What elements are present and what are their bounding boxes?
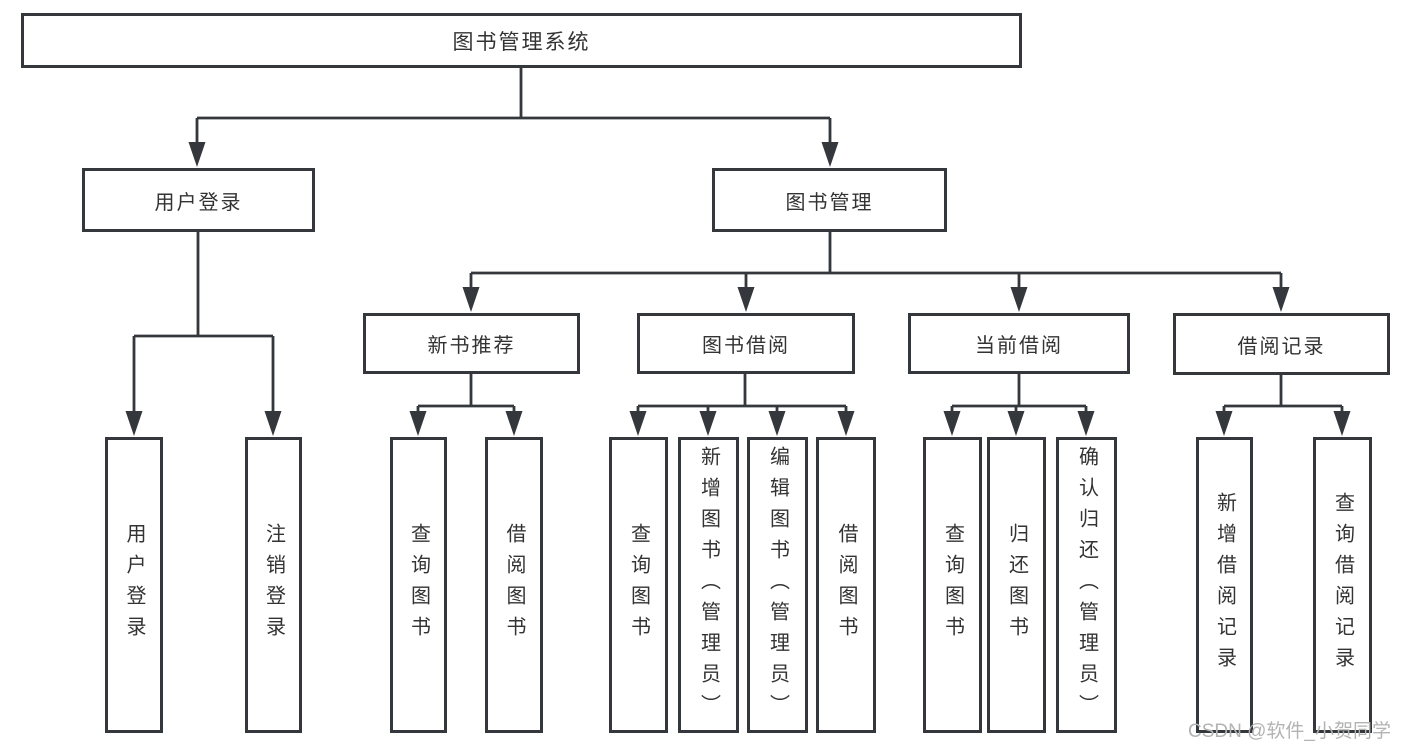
node-user-login-label: 用户登录 — [154, 191, 243, 214]
leaf-add-borrow-record-label: 新增借阅记录 — [1213, 492, 1236, 678]
node-root: 图书管理系统 — [21, 13, 1022, 68]
leaf-borrow-books-newbooks-label: 借阅图书 — [503, 523, 525, 647]
node-current-borrow: 当前借阅 — [908, 313, 1130, 374]
leaf-user-login-label: 用户登录 — [123, 523, 145, 647]
leaf-query-books-borrow-label: 查询图书 — [627, 523, 650, 647]
leaf-borrow-books-newbooks: 借阅图书 — [485, 437, 543, 733]
leaf-user-login: 用户登录 — [105, 437, 163, 733]
leaf-edit-books-admin-label: 编辑图书（管理员） — [766, 445, 789, 725]
leaf-query-books-current-label: 查询图书 — [941, 523, 964, 647]
node-book-borrow-label: 图书借阅 — [702, 335, 790, 357]
node-book-mgmt: 图书管理 — [712, 168, 947, 232]
node-root-label: 图书管理系统 — [452, 30, 591, 54]
leaf-logout-label: 注销登录 — [262, 523, 285, 647]
node-new-books: 新书推荐 — [363, 313, 580, 374]
leaf-logout: 注销登录 — [245, 437, 302, 733]
leaf-query-borrow-record: 查询借阅记录 — [1313, 437, 1372, 733]
leaf-borrow-books: 借阅图书 — [816, 437, 876, 733]
leaf-edit-books-admin: 编辑图书（管理员） — [747, 437, 808, 733]
leaf-add-borrow-record: 新增借阅记录 — [1196, 437, 1253, 733]
arrowheads — [125, 142, 1351, 436]
csdn-watermark: CSDN @软件_小贺同学 — [1188, 721, 1391, 742]
node-book-borrow: 图书借阅 — [637, 313, 855, 374]
leaf-add-books-admin-label: 新增图书（管理员） — [697, 445, 720, 725]
node-new-books-label: 新书推荐 — [427, 335, 516, 357]
leaf-query-books-newbooks-label: 查询图书 — [407, 523, 430, 647]
leaf-confirm-return-admin: 确认归还（管理员） — [1056, 437, 1117, 733]
leaf-return-books: 归还图书 — [987, 437, 1046, 733]
node-borrow-records: 借阅记录 — [1173, 313, 1390, 375]
leaf-query-books-newbooks: 查询图书 — [390, 437, 447, 733]
leaf-borrow-books-label: 借阅图书 — [835, 523, 857, 647]
leaf-add-books-admin: 新增图书（管理员） — [678, 437, 739, 733]
leaf-confirm-return-admin-label: 确认归还（管理员） — [1075, 445, 1098, 725]
leaf-query-books-current: 查询图书 — [923, 437, 982, 733]
node-user-login: 用户登录 — [82, 168, 315, 232]
leaf-query-borrow-record-label: 查询借阅记录 — [1331, 492, 1354, 678]
node-current-borrow-label: 当前借阅 — [975, 335, 1063, 357]
leaf-query-books-borrow: 查询图书 — [609, 437, 668, 733]
node-book-mgmt-label: 图书管理 — [785, 191, 874, 214]
leaf-return-books-label: 归还图书 — [1005, 523, 1028, 647]
node-borrow-records-label: 借阅记录 — [1237, 335, 1326, 358]
